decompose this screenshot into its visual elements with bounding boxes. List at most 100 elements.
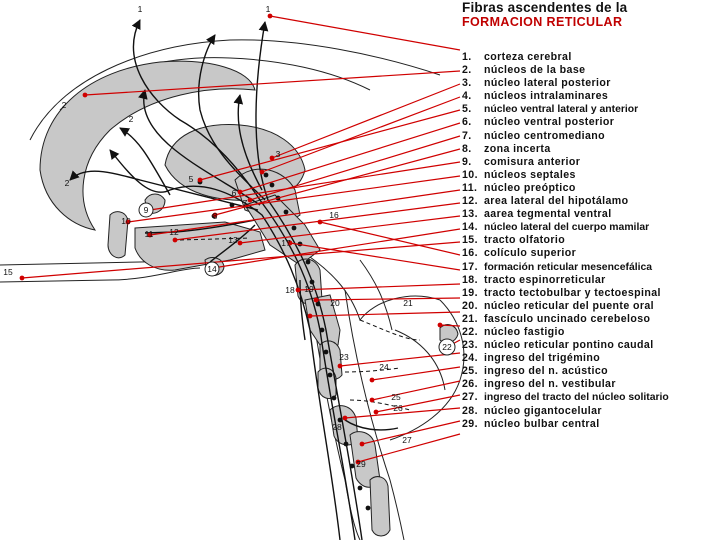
legend-number: 17. <box>462 261 484 274</box>
legend-item: 28.núcleo gigantocelular <box>462 405 720 418</box>
legend-item: 24.ingreso del trigémino <box>462 352 720 365</box>
legend-label: zona incerta <box>484 143 551 156</box>
legend-number: 21. <box>462 313 484 326</box>
legend-label: núcleo preóptico <box>484 182 576 195</box>
legend-number: 25. <box>462 365 484 378</box>
legend-item: 1.corteza cerebral <box>462 51 720 64</box>
legend-label: tracto tectobulbar y tectoespinal <box>484 287 661 300</box>
diagram-label-24: 24 <box>379 362 389 372</box>
legend-label: núcleo reticular del puente oral <box>484 300 654 313</box>
diagram-label-20: 20 <box>330 298 340 308</box>
legend-item: 29.núcleo bulbar central <box>462 418 720 431</box>
diagram-label-23: 23 <box>339 352 349 362</box>
legend-number: 22. <box>462 326 484 339</box>
legend-label: núcleos intralaminares <box>484 90 608 103</box>
legend-number: 10. <box>462 169 484 182</box>
diagram-label-11: 11 <box>145 229 154 239</box>
diagram-label-8: 8 <box>213 211 218 221</box>
legend-label: núcleo centromediano <box>484 130 605 143</box>
legend-item: 11.núcleo preóptico <box>462 182 720 195</box>
legend-item: 25.ingreso del n. acústico <box>462 365 720 378</box>
legend-number: 16. <box>462 247 484 260</box>
legend-item: 8.zona incerta <box>462 143 720 156</box>
diagram-label-29: 29 <box>356 459 366 469</box>
legend-item: 18.tracto espinorreticular <box>462 274 720 287</box>
legend-label: comisura anterior <box>484 156 580 169</box>
legend-number: 9. <box>462 156 484 169</box>
legend-label: ingreso del trigémino <box>484 352 600 365</box>
legend-label: aarea tegmental ventral <box>484 208 612 221</box>
diagram-label-25: 25 <box>391 392 401 402</box>
legend-number: 29. <box>462 418 484 431</box>
legend-item: 21.fascículo uncinado cerebeloso <box>462 313 720 326</box>
legend-item: 13.aarea tegmental ventral <box>462 208 720 221</box>
legend-number: 2. <box>462 64 484 77</box>
diagram-label-1a: 1 <box>138 4 143 14</box>
diagram-label-17: 17 <box>281 238 291 248</box>
legend-item: 3.núcleo lateral posterior <box>462 77 720 90</box>
legend-label: area lateral del hipotálamo <box>484 195 628 208</box>
diagram-label-1b: 1 <box>266 4 271 14</box>
legend-number: 5. <box>462 103 484 116</box>
legend-item: 19.tracto tectobulbar y tectoespinal <box>462 287 720 300</box>
legend-item: 17.formación reticular mesencefálica <box>462 261 720 274</box>
diagram-label-5: 5 <box>189 174 194 184</box>
legend-label: corteza cerebral <box>484 51 572 64</box>
legend-number: 12. <box>462 195 484 208</box>
legend-label: núcleo ventral lateral y anterior <box>484 103 638 116</box>
diagram-label-22: 22 <box>442 342 452 352</box>
diagram-label-28: 28 <box>332 422 342 432</box>
legend-label: núcleo lateral posterior <box>484 77 611 90</box>
legend-number: 19. <box>462 287 484 300</box>
legend-number: 8. <box>462 143 484 156</box>
legend-label: tracto olfatorio <box>484 234 565 247</box>
legend-item: 10.núcleos septales <box>462 169 720 182</box>
legend-number: 4. <box>462 90 484 103</box>
legend-item: 22.núcleo fastigio <box>462 326 720 339</box>
legend-number: 26. <box>462 378 484 391</box>
diagram-label-2a: 2 <box>62 100 67 110</box>
legend-label: tracto espinorreticular <box>484 274 606 287</box>
legend-item: 20.núcleo reticular del puente oral <box>462 300 720 313</box>
legend-number: 23. <box>462 339 484 352</box>
legend-number: 13. <box>462 208 484 221</box>
legend-label: fascículo uncinado cerebeloso <box>484 313 650 326</box>
diagram-label-2b: 2 <box>129 114 134 124</box>
legend-item: 9.comisura anterior <box>462 156 720 169</box>
legend-item: 6.núcleo ventral posterior <box>462 116 720 129</box>
diagram-label-15: 15 <box>3 267 13 277</box>
legend-number: 14. <box>462 221 484 234</box>
legend-item: 14.núcleo lateral del cuerpo mamilar <box>462 221 720 234</box>
diagram-label-14: 14 <box>207 264 217 274</box>
legend-label: núcleos septales <box>484 169 576 182</box>
diagram-label-3: 3 <box>276 149 281 159</box>
legend-number: 11. <box>462 182 484 195</box>
legend-label: ingreso del n. vestibular <box>484 378 616 391</box>
legend-number: 3. <box>462 77 484 90</box>
legend-item: 5.núcleo ventral lateral y anterior <box>462 103 720 116</box>
legend-number: 18. <box>462 274 484 287</box>
diagram-label-2c: 2 <box>65 178 70 188</box>
diagram-label-18: 18 <box>285 285 295 295</box>
legend-label: núcleo lateral del cuerpo mamilar <box>484 221 649 234</box>
legend-number: 20. <box>462 300 484 313</box>
legend-item: 26.ingreso del n. vestibular <box>462 378 720 391</box>
legend-item: 27.ingreso del tracto del núcleo solitar… <box>462 391 720 404</box>
diagram-label-13: 13 <box>228 235 238 245</box>
legend-label: núcleo gigantocelular <box>484 405 602 418</box>
legend-label: núcleos de la base <box>484 64 585 77</box>
diagram-label-27: 27 <box>402 435 412 445</box>
diagram-label-12: 12 <box>169 227 179 237</box>
legend-label: formación reticular mesencefálica <box>484 261 652 274</box>
legend-item: 23.núcleo reticular pontino caudal <box>462 339 720 352</box>
slide-subtitle: FORMACION RETICULAR <box>462 14 718 30</box>
legend-item: 16.colículo superior <box>462 247 720 260</box>
legend-item: 15.tracto olfatorio <box>462 234 720 247</box>
legend-label: ingreso del n. acústico <box>484 365 608 378</box>
legend-label: ingreso del tracto del núcleo solitario <box>484 391 669 404</box>
legend-number: 6. <box>462 116 484 129</box>
diagram-label-7: 7 <box>243 198 248 208</box>
diagram-label-6: 6 <box>232 188 237 198</box>
legend-number: 1. <box>462 51 484 64</box>
legend-label: colículo superior <box>484 247 576 260</box>
